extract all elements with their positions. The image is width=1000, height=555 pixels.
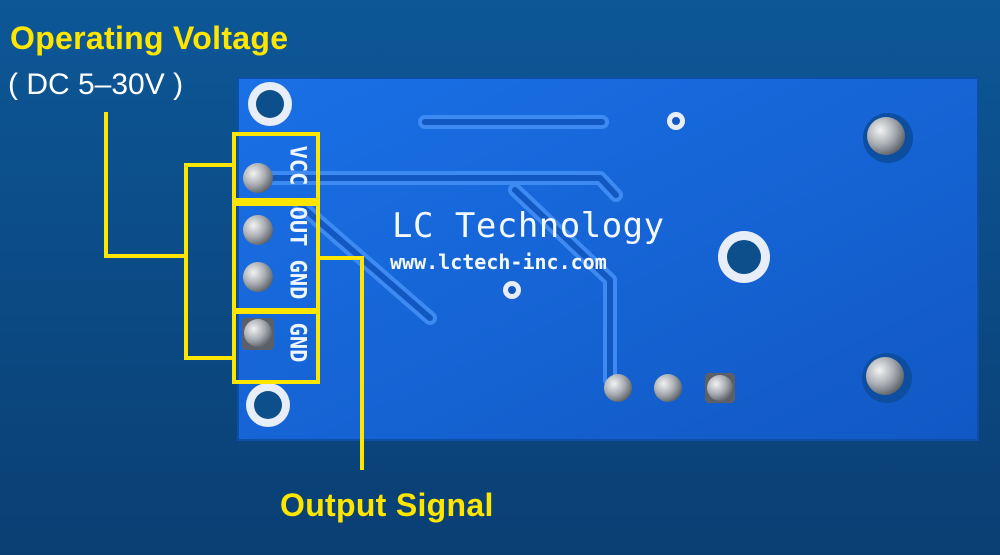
operating-voltage-label: Operating Voltage	[10, 20, 289, 56]
mounting-hole-top-left	[248, 82, 292, 126]
board-url-silkscreen: www.lctech-inc.com	[390, 250, 607, 274]
pin-label-gnd-2: GND	[284, 322, 310, 363]
pin-label-gnd-1: GND	[284, 259, 310, 300]
pcb-board	[237, 77, 979, 441]
mounting-hole-bottom-left	[246, 383, 290, 427]
pin-label-out: OUT	[284, 206, 310, 247]
solder-joint-top-right	[863, 113, 913, 163]
header-pins	[242, 163, 274, 350]
solder-joint-bottom-right	[862, 353, 912, 403]
mounting-hole-center	[718, 231, 770, 283]
board-brand-silkscreen: LC Technology	[392, 206, 665, 246]
solder-pins-bottom-row	[604, 373, 735, 403]
voltage-range-label: ( DC 5–30V )	[8, 68, 184, 101]
output-signal-label: Output Signal	[280, 487, 494, 523]
annotation-leaders	[104, 112, 364, 470]
pin-label-vcc: VCC	[284, 145, 310, 186]
